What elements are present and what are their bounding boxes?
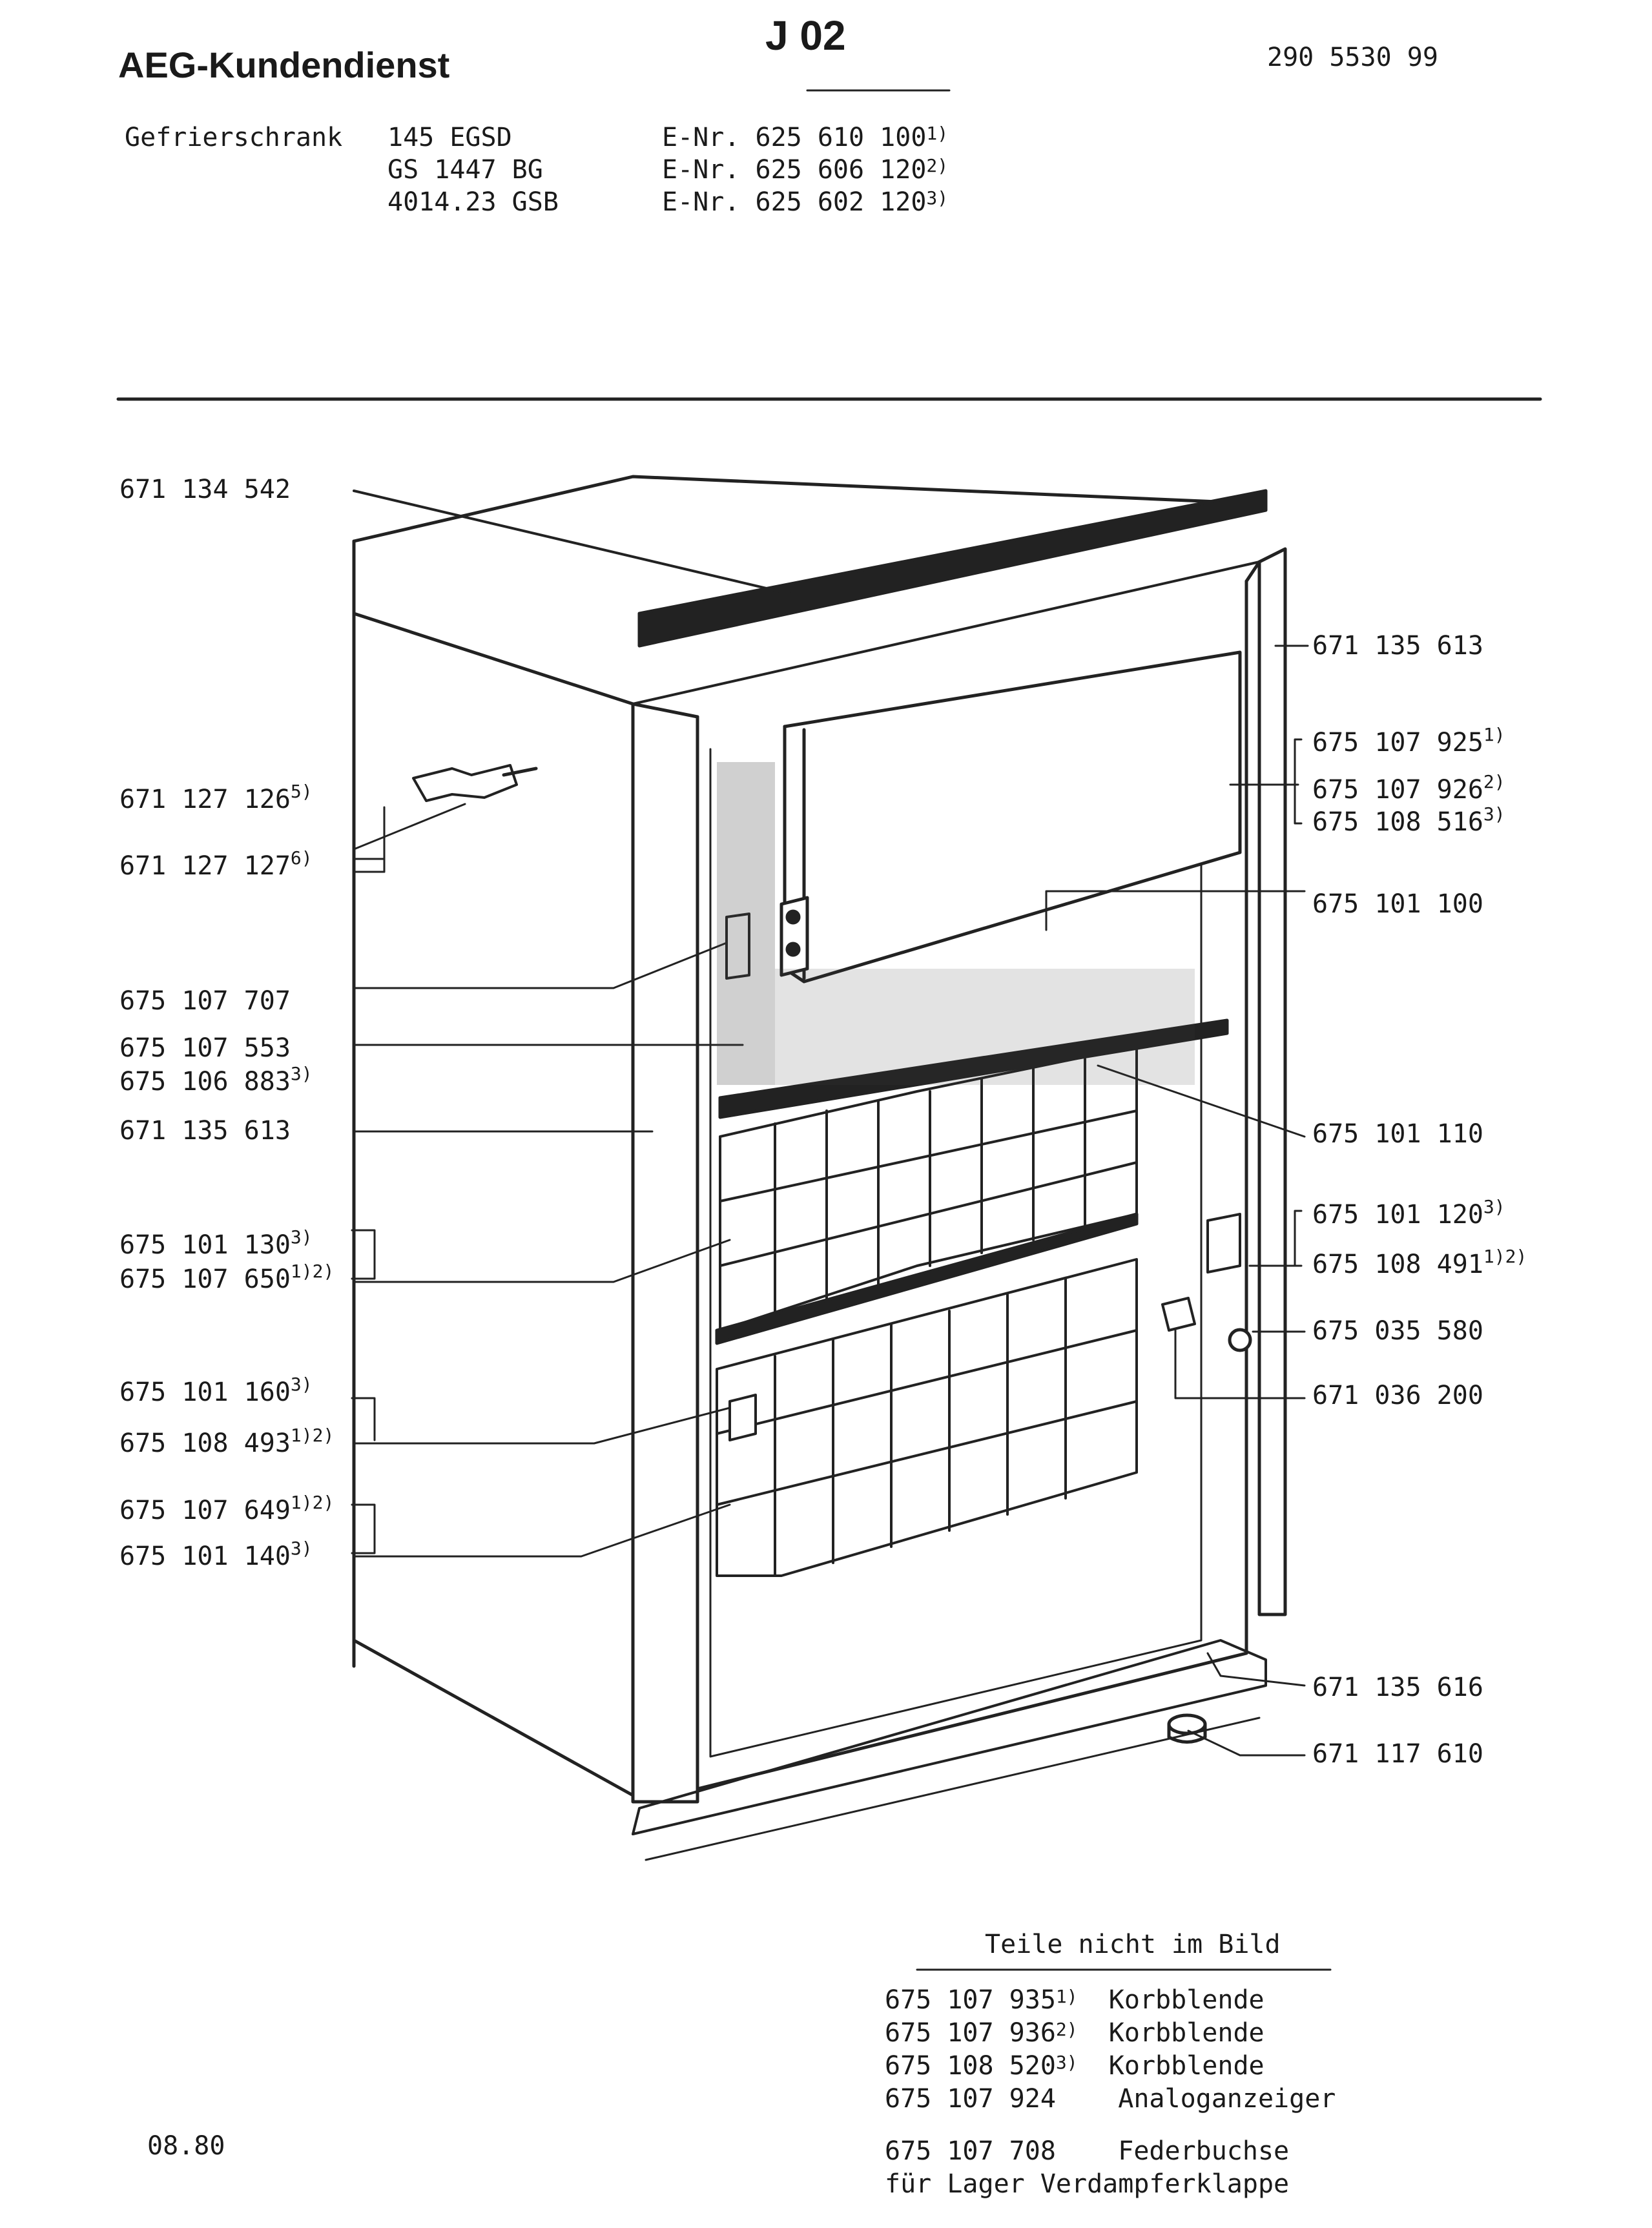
thermostat — [1161, 1297, 1196, 1332]
table-row: 675 108 5203) Korbblende — [885, 2051, 1265, 2081]
table-row: 675 107 9362) Korbblende — [885, 2018, 1265, 2048]
part-label-right: 671 036 200 — [1312, 1381, 1483, 1410]
enr-number: E-Nr. 625 606 120 — [662, 155, 927, 185]
top-seal-strip — [637, 489, 1268, 648]
part-label-left: 671 127 1265) — [119, 781, 313, 814]
front-frame-left — [631, 702, 699, 1804]
enr-number: E-Nr. 625 602 120 — [662, 187, 927, 217]
model-list: 145 EGSD GS 1447 BG 4014.23 GSB — [387, 121, 559, 218]
model-name: 145 EGSD — [387, 123, 512, 152]
knob — [1228, 1328, 1252, 1352]
part-label-right: 675 101 100 — [1312, 889, 1483, 919]
hinge-bracket — [412, 764, 518, 802]
part-label-right: 675 101 110 — [1312, 1119, 1483, 1149]
part-label-right: 675 107 9251) — [1312, 724, 1505, 758]
parts-not-shown-title: Teile nicht im Bild — [985, 1930, 1281, 1959]
model-name: 4014.23 GSB — [387, 187, 559, 217]
cabinet-top-back — [352, 475, 1265, 543]
part-label-left: 675 101 1303) — [119, 1226, 313, 1260]
footnote-marker: 1) — [926, 123, 949, 144]
part-label-left: 671 134 542 — [119, 475, 291, 504]
model-name: GS 1447 BG — [387, 155, 543, 185]
kick-plate — [632, 1639, 1267, 1835]
part-label-left: 675 101 1603) — [119, 1374, 313, 1407]
table-row: 675 107 924 Analoganzeiger — [885, 2084, 1336, 2114]
evaporator-flap — [783, 650, 1242, 984]
part-label-right: 675 101 1203) — [1312, 1196, 1505, 1230]
right-trim-strip — [1257, 547, 1287, 1616]
footnote-marker: 3) — [926, 187, 949, 209]
upper-basket — [719, 1045, 1138, 1332]
part-label-right: 675 108 4911)2) — [1312, 1246, 1527, 1279]
shelf-1 — [718, 1018, 1229, 1119]
cabinet-top-left — [352, 539, 635, 706]
appliance-type: Gefrierschrank — [125, 123, 343, 152]
part-label-left: 675 107 553 — [119, 1033, 291, 1063]
part-label-left: 675 106 8833) — [119, 1063, 313, 1097]
part-label-left: 675 101 1403) — [119, 1538, 313, 1571]
part-label-left: 675 107 6491)2) — [119, 1492, 335, 1525]
table-row: 675 107 9351) Korbblende — [885, 1985, 1265, 2015]
part-label-right: 675 035 580 — [1312, 1316, 1483, 1346]
part-label-right: 671 135 613 — [1312, 631, 1483, 661]
part-label-right: 675 107 9262) — [1312, 771, 1505, 805]
foot — [1167, 1713, 1207, 1735]
footnote-marker: 2) — [926, 155, 949, 176]
doc-number: 290 5530 99 — [1267, 43, 1438, 72]
parts-not-shown-table: 675 107 9351) Korbblende 675 107 9362) K… — [885, 1984, 1336, 2201]
inner-liner — [709, 683, 1203, 1758]
enr-number: E-Nr. 625 610 100 — [662, 123, 927, 152]
lower-basket — [716, 1258, 1138, 1577]
date-stamp: 08.80 — [147, 2131, 225, 2161]
part-label-left: 671 135 613 — [119, 1116, 291, 1146]
part-label-left: 675 108 4931)2) — [119, 1425, 335, 1458]
rail-bracket — [1206, 1213, 1241, 1274]
part-label-left: 671 127 1276) — [119, 847, 313, 881]
part-label-right: 675 108 5163) — [1312, 803, 1505, 837]
handle — [725, 913, 750, 980]
part-label-left: 675 107 707 — [119, 986, 291, 1016]
part-label-right: 671 117 610 — [1312, 1739, 1483, 1769]
shelf-2 — [715, 1212, 1139, 1345]
part-label-left: 675 107 6501)2) — [119, 1261, 335, 1294]
table-row-footer: für Lager Verdampferklappe — [885, 2169, 1290, 2199]
page-code: J 02 — [765, 12, 846, 59]
enr-list: E-Nr. 625 610 1001) E-Nr. 625 606 1202) … — [662, 121, 948, 218]
brand-title: AEG-Kundendienst — [118, 45, 450, 85]
table-row: 675 107 708 Federbuchse — [885, 2136, 1290, 2166]
part-label-right: 671 135 616 — [1312, 1673, 1483, 1702]
